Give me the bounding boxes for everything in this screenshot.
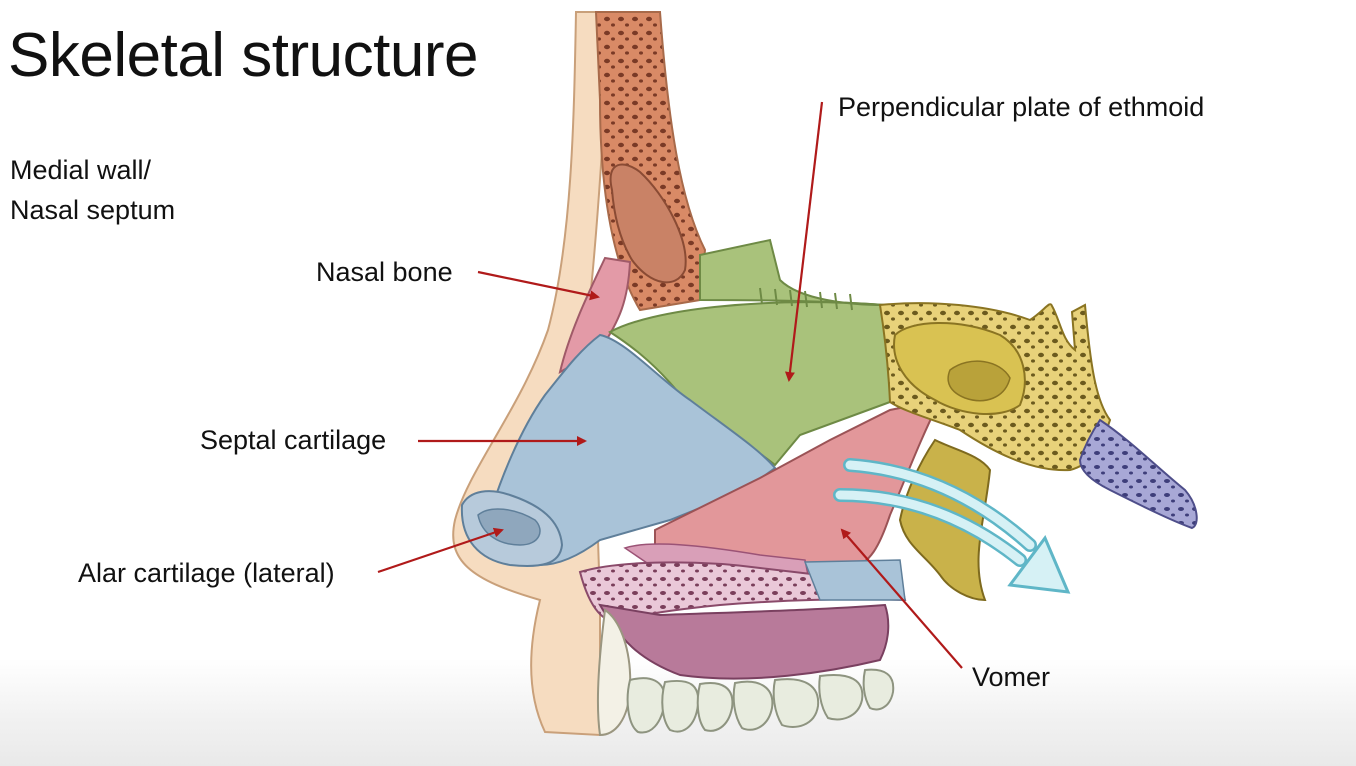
tooth	[661, 680, 700, 733]
basi-occiput	[1078, 418, 1198, 530]
subtitle-line-1: Medial wall/	[10, 155, 152, 185]
label-septal-cartilage: Septal cartilage	[200, 425, 387, 455]
tooth	[862, 668, 895, 711]
tooth	[732, 680, 774, 731]
leader-line-alar-cartilage	[377, 527, 504, 574]
frontal-sinus	[609, 163, 687, 284]
tooth	[818, 674, 864, 721]
airflow-stream	[845, 460, 1035, 550]
subtitle-line-2: Nasal septum	[10, 195, 176, 225]
slide-subtitle: Medial wall/ Nasal septum	[10, 150, 175, 230]
tooth	[772, 678, 820, 728]
crista-galli	[699, 238, 886, 306]
label-alar-cartilage: Alar cartilage (lateral)	[78, 558, 335, 588]
leader-line-perpendicular-plate	[784, 101, 824, 382]
airflow-arrows	[833, 458, 1071, 594]
teeth	[626, 668, 895, 734]
label-perpendicular-plate: Perpendicular plate of ethmoid	[838, 92, 1205, 122]
airflow-arrowhead	[1007, 535, 1071, 594]
tooth	[696, 682, 734, 732]
nasal-bone	[558, 256, 632, 374]
airflow-stream	[835, 490, 1025, 565]
label-nasal-bone: Nasal bone	[316, 257, 453, 287]
leader-line-nasal-bone	[477, 270, 600, 301]
leader-line-vomer	[840, 528, 963, 669]
sphenoid-sinus-inner	[947, 360, 1011, 402]
tooth	[626, 677, 667, 734]
incisor-tooth	[596, 608, 632, 737]
palatine-bone	[803, 559, 906, 601]
leader-lines	[377, 101, 963, 669]
label-vomer: Vomer	[972, 662, 1051, 692]
slide-title: Skeletal structure	[8, 21, 479, 90]
cribriform-plate	[759, 287, 853, 311]
maxilla-alveolar	[598, 603, 890, 680]
